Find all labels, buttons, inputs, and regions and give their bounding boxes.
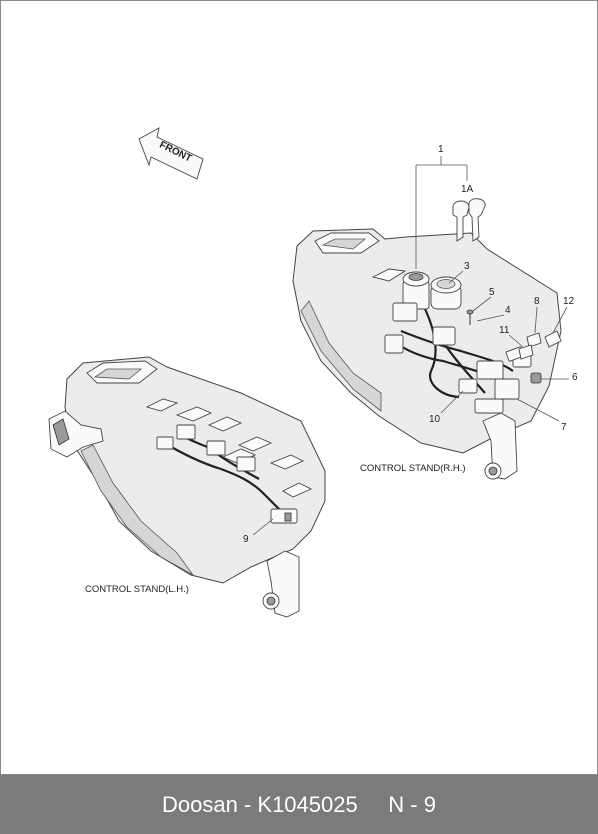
leader-lines-right [415,156,569,422]
callout-1a: 1A [461,184,474,195]
footer-spacer [358,792,389,818]
callout-6: 6 [572,372,578,383]
footer-page-number: N - 9 [388,791,436,817]
diagram-frame: FRONT [0,0,598,775]
callout-7: 7 [561,422,567,433]
callout-4: 4 [505,305,511,316]
front-direction-arrow: FRONT [138,127,204,180]
caption-control-stand-lh: CONTROL STAND(L.H.) [85,584,189,595]
exploded-parts-diagram: FRONT [48,127,578,618]
screw-icon [466,309,474,325]
callout-9: 9 [243,534,249,545]
control-stand-right [292,228,562,480]
callout-1: 1 [438,144,444,155]
callout-3: 3 [464,261,470,272]
relay-cluster [458,346,542,414]
callout-8: 8 [534,296,540,307]
key-switch-assembly [384,271,430,354]
rotary-component [430,276,462,346]
footer-bar: Doosan - K1045025 N - 9 [0,775,598,834]
footer-brand-part: Doosan - K1045025 [162,791,358,817]
callout-10: 10 [429,414,441,425]
callout-5: 5 [489,287,495,298]
leader-line-9 [252,518,274,536]
callout-11: 11 [499,325,510,336]
control-stand-left [48,356,326,618]
key-icon [452,198,486,242]
plate-parts [518,330,562,360]
callout-12: 12 [563,296,575,307]
caption-control-stand-rh: CONTROL STAND(R.H.) [360,463,466,474]
